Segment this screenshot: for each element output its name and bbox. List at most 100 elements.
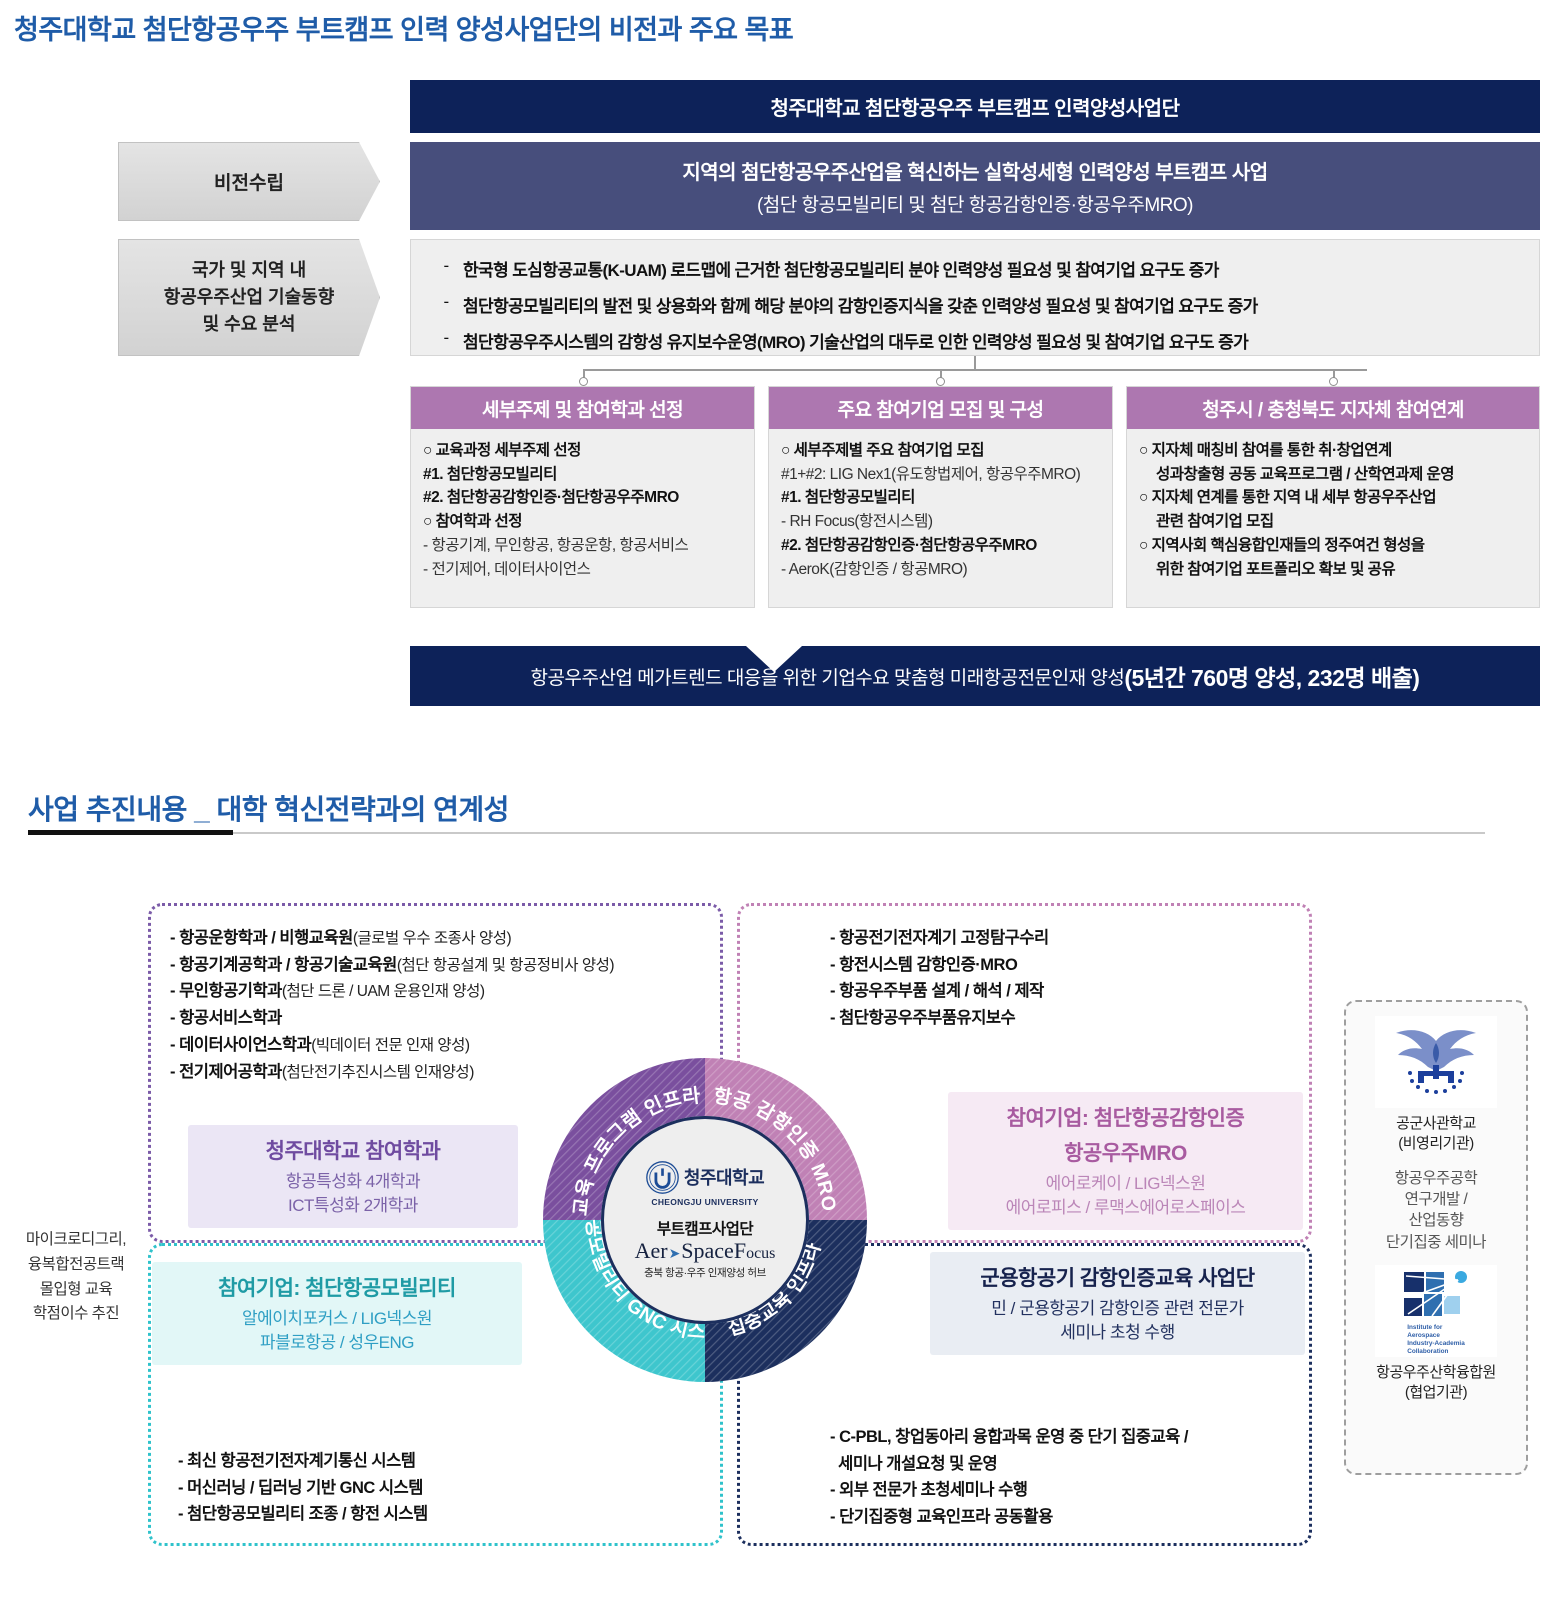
analysis-label-chevron: 국가 및 지역 내 항공우주산업 기술동향 및 수요 분석 [118, 239, 380, 356]
card-line: - RH Focus(항전시스템) [781, 513, 933, 531]
bullet-bold: - 외부 전문가 초청세미나 수행 [830, 1481, 1028, 1500]
analysis-bullet-box: - 한국형 도심항공교통(K-UAM) 로드맵에 근거한 첨단항공모빌리티 분야… [410, 239, 1540, 356]
bullet-item: - 최신 항공전기전자계기통신 시스템 [178, 1448, 428, 1475]
brand-part-space: Space [681, 1237, 734, 1263]
banner-notch-arrow [746, 646, 802, 672]
bullet-item: - 머신러닝 / 딥러닝 기반 GNC 시스템 [178, 1475, 428, 1502]
card-line: #2. 첨단항공감항인증·첨단항공우주MRO [781, 536, 1037, 554]
bullet-bold: - 데이터사이언스학과 [170, 1035, 312, 1054]
bullet-list-bottom-left: - 최신 항공전기전자계기통신 시스템 - 머신러닝 / 딥러닝 기반 GNC … [178, 1448, 428, 1528]
vision-statement-box: 지역의 첨단항공우주산업을 혁신하는 실학성세형 인력양성 부트캠프 사업 (첨… [410, 142, 1540, 230]
card-header: 세부주제 및 참여학과 선정 [411, 387, 754, 429]
highlight-title-2: 항공우주MRO [1064, 1142, 1187, 1165]
card-line: 위한 참여기업 포트폴리오 확보 및 공유 [1156, 560, 1396, 578]
bullet-bold: - 항전시스템 감항인증·MRO [830, 955, 1018, 974]
card-line: - 전기제어, 데이터사이언스 [423, 560, 591, 578]
bullet-note: (글로벌 우수 조종사 양성) [352, 930, 512, 947]
highlight-sub-1: 민 / 군용항공기 감항인증 관련 전문가 [991, 1299, 1244, 1318]
bullet-bold: - 무인항공기학과 [170, 982, 282, 1001]
highlight-sub-2: 세미나 초청 수행 [1060, 1323, 1175, 1343]
bullet-bold: - 머신러닝 / 딥러닝 기반 GNC 시스템 [178, 1478, 423, 1497]
dash-marker: - [443, 256, 449, 275]
bullet-item: - 단기집중형 교육인프라 공동활용 [830, 1504, 1300, 1531]
highlight-military-airworthiness: 군용항공기 감항인증교육 사업단 민 / 군용항공기 감항인증 관련 전문가 세… [930, 1252, 1305, 1356]
bullet-bold: - 최신 항공전기전자계기통신 시스템 [178, 1452, 416, 1470]
institution-role-line-3: 산업동향 [1408, 1212, 1464, 1230]
vision-line-2: (첨단 항공모빌리티 및 첨단 항공감항인증·항공우주MRO) [756, 194, 1194, 216]
card-line: ○ 세부주제별 주요 참여기업 모집 [781, 442, 984, 459]
analysis-bullet-row: - 첨단항공모빌리티의 발전 및 상용화와 함께 해당 분야의 감항인증지식을 … [429, 292, 1521, 317]
dash-marker: - [443, 292, 449, 311]
result-text: 항공우주산업 메가트렌드 대응을 위한 기업수요 맞춤형 미래항공전문인재 양성 [530, 667, 1125, 689]
brand-part-aer: Aer [634, 1237, 668, 1263]
connector-drop-1 [583, 369, 585, 381]
institution-role-line-2: 연구개발 / [1404, 1190, 1468, 1208]
institution-name-line-2: (비영리기관) [1398, 1135, 1474, 1153]
highlight-title: 참여기업: 첨단항공감항인증 [1006, 1107, 1245, 1130]
highlight-title: 참여기업: 첨단항공모빌리티 [218, 1277, 456, 1300]
connector-drop-3 [1333, 369, 1335, 381]
card-header: 주요 참여기업 모집 및 구성 [769, 387, 1112, 429]
eagle-emblem-icon [1396, 1030, 1476, 1094]
bullet-bold: - 첨단항공모빌리티 조종 / 항전 시스템 [178, 1505, 428, 1524]
card-line: 관련 참여기업 모집 [1156, 513, 1274, 531]
analysis-bullet-text: 첨단항공모빌리티의 발전 및 상용화와 함께 해당 분야의 감항인증지식을 갖춘… [463, 297, 1258, 316]
highlight-sub-1: 항공특성화 4개학과 [285, 1172, 421, 1191]
bullet-bold: - C-PBL, 창업동아리 융합과목 운영 중 단기 집중교육 / [830, 1428, 1189, 1446]
card-line: ○ 지자체 연계를 통한 지역 내 세부 항공우주산업 [1139, 489, 1436, 507]
vision-line-1: 지역의 첨단항공우주산업을 혁신하는 실학성세형 인력양성 부트캠프 사업 [682, 161, 1268, 184]
card-line: #1. 첨단항공모빌리티 [423, 465, 557, 483]
section-2-title: 사업 추진내용 _ 대학 혁신전략과의 연계성 [28, 794, 509, 825]
analysis-bullet-row: - 첨단항공우주시스템의 감항성 유지보수운영(MRO) 기술산업의 대두로 인… [429, 328, 1521, 353]
result-banner: 항공우주산업 메가트렌드 대응을 위한 기업수요 맞춤형 미래항공전문인재 양성… [410, 646, 1540, 706]
highlight-sub-2: 파블로항공 / 성우ENG [260, 1333, 415, 1353]
bullet-bold: - 항공전기전자계기 고정탐구수리 [830, 929, 1049, 947]
microdegree-line: 몰입형 교육 [39, 1280, 113, 1298]
brand-part-f: F [733, 1237, 747, 1263]
connector-node-3 [1329, 377, 1338, 386]
bullet-item: - 항공서비스학과 [170, 1005, 614, 1032]
result-highlight: (5년간 760명 양성, 232명 배출) [1124, 665, 1420, 691]
brand-part-ocus: ocus [746, 1244, 776, 1262]
external-institutions-panel: 공군사관학교 (비영리기관) 항공우주공학 연구개발 / 산업동향 단기집중 세… [1344, 1000, 1528, 1475]
bullet-note: (빅데이터 전문 인재 양성) [311, 1036, 470, 1054]
cju-crest-icon [646, 1160, 679, 1194]
donut-segment-edu-program-infra [543, 1058, 705, 1220]
card-line: #1+#2: LIG Nex1(유도항법제어, 항공우주MRO) [781, 465, 1081, 483]
connector-horizontal-bus [583, 369, 1367, 371]
quadrant-frame-bottom-right [737, 1243, 1312, 1546]
card-line: ○ 지자체 매칭비 참여를 통한 취·창업연계 [1139, 442, 1392, 459]
bullet-list-top-left: - 항공운항학과 / 비행교육원(글로벌 우수 조종사 양성) - 항공기계공학… [170, 925, 615, 1086]
highlight-sub-1: 알에이치포커스 / LIG넥스원 [242, 1309, 432, 1328]
bullet-item: - 무인항공기학과(첨단 드론 / UAM 운용인재 양성) [170, 978, 614, 1005]
connector-node-2 [936, 377, 945, 386]
bullet-bold: - 단기집중형 교육인프라 공동활용 [830, 1508, 1053, 1527]
bullet-item: 세미나 개설요청 및 운영 [830, 1451, 1300, 1478]
bullet-item: - 항공전기전자계기 고정탐구수리 [830, 925, 1049, 952]
bullet-item: - 전기제어공학과(첨단전기추진시스템 인재양성) [170, 1059, 614, 1086]
microdegree-caption: 마이크로디그리, 융복합전공트랙 몰입형 교육 학점이수 추진 [6, 1228, 146, 1327]
title-rule-light [233, 832, 1485, 834]
connector-vertical-trunk [974, 356, 976, 370]
card-line: ○ 교육과정 세부주제 선정 [423, 442, 581, 459]
card-line: #1. 첨단항공모빌리티 [781, 489, 915, 507]
card-line: 성과창출형 공동 교육프로그램 / 산학연과제 운영 [1156, 465, 1455, 483]
card-line: - AeroK(감항인증 / 항공MRO) [781, 560, 968, 578]
bootcamp-label: 부트캠프사업단 [656, 1220, 754, 1238]
highlight-title: 청주대학교 참여학과 [265, 1140, 441, 1163]
bullet-list-top-right: - 항공전기전자계기 고정탐구수리 - 항전시스템 감항인증·MRO - 항공우… [830, 925, 1049, 1032]
highlight-title: 군용항공기 감항인증교육 사업단 [980, 1267, 1255, 1290]
analysis-label-line-3: 및 수요 분석 [202, 314, 296, 334]
card-body: ○ 지자체 매칭비 참여를 통한 취·창업연계 성과창출형 공동 교육프로그램 … [1127, 429, 1539, 589]
highlight-partner-mro: 참여기업: 첨단항공감항인증 항공우주MRO 에어로케이 / LIG넥스원 에어… [948, 1092, 1303, 1231]
iac-mark-icon [1404, 1271, 1467, 1317]
institution-name-line-1: 공군사관학교 [1396, 1115, 1476, 1132]
bullet-bold: - 전기제어공학과 [170, 1062, 282, 1081]
page-title: 청주대학교 첨단항공우주 부트캠프 인력 양성사업단의 비전과 주요 목표 [14, 15, 794, 45]
title-rule-dark [28, 830, 233, 835]
bullet-note: (첨단전기추진시스템 인재양성) [281, 1063, 475, 1081]
